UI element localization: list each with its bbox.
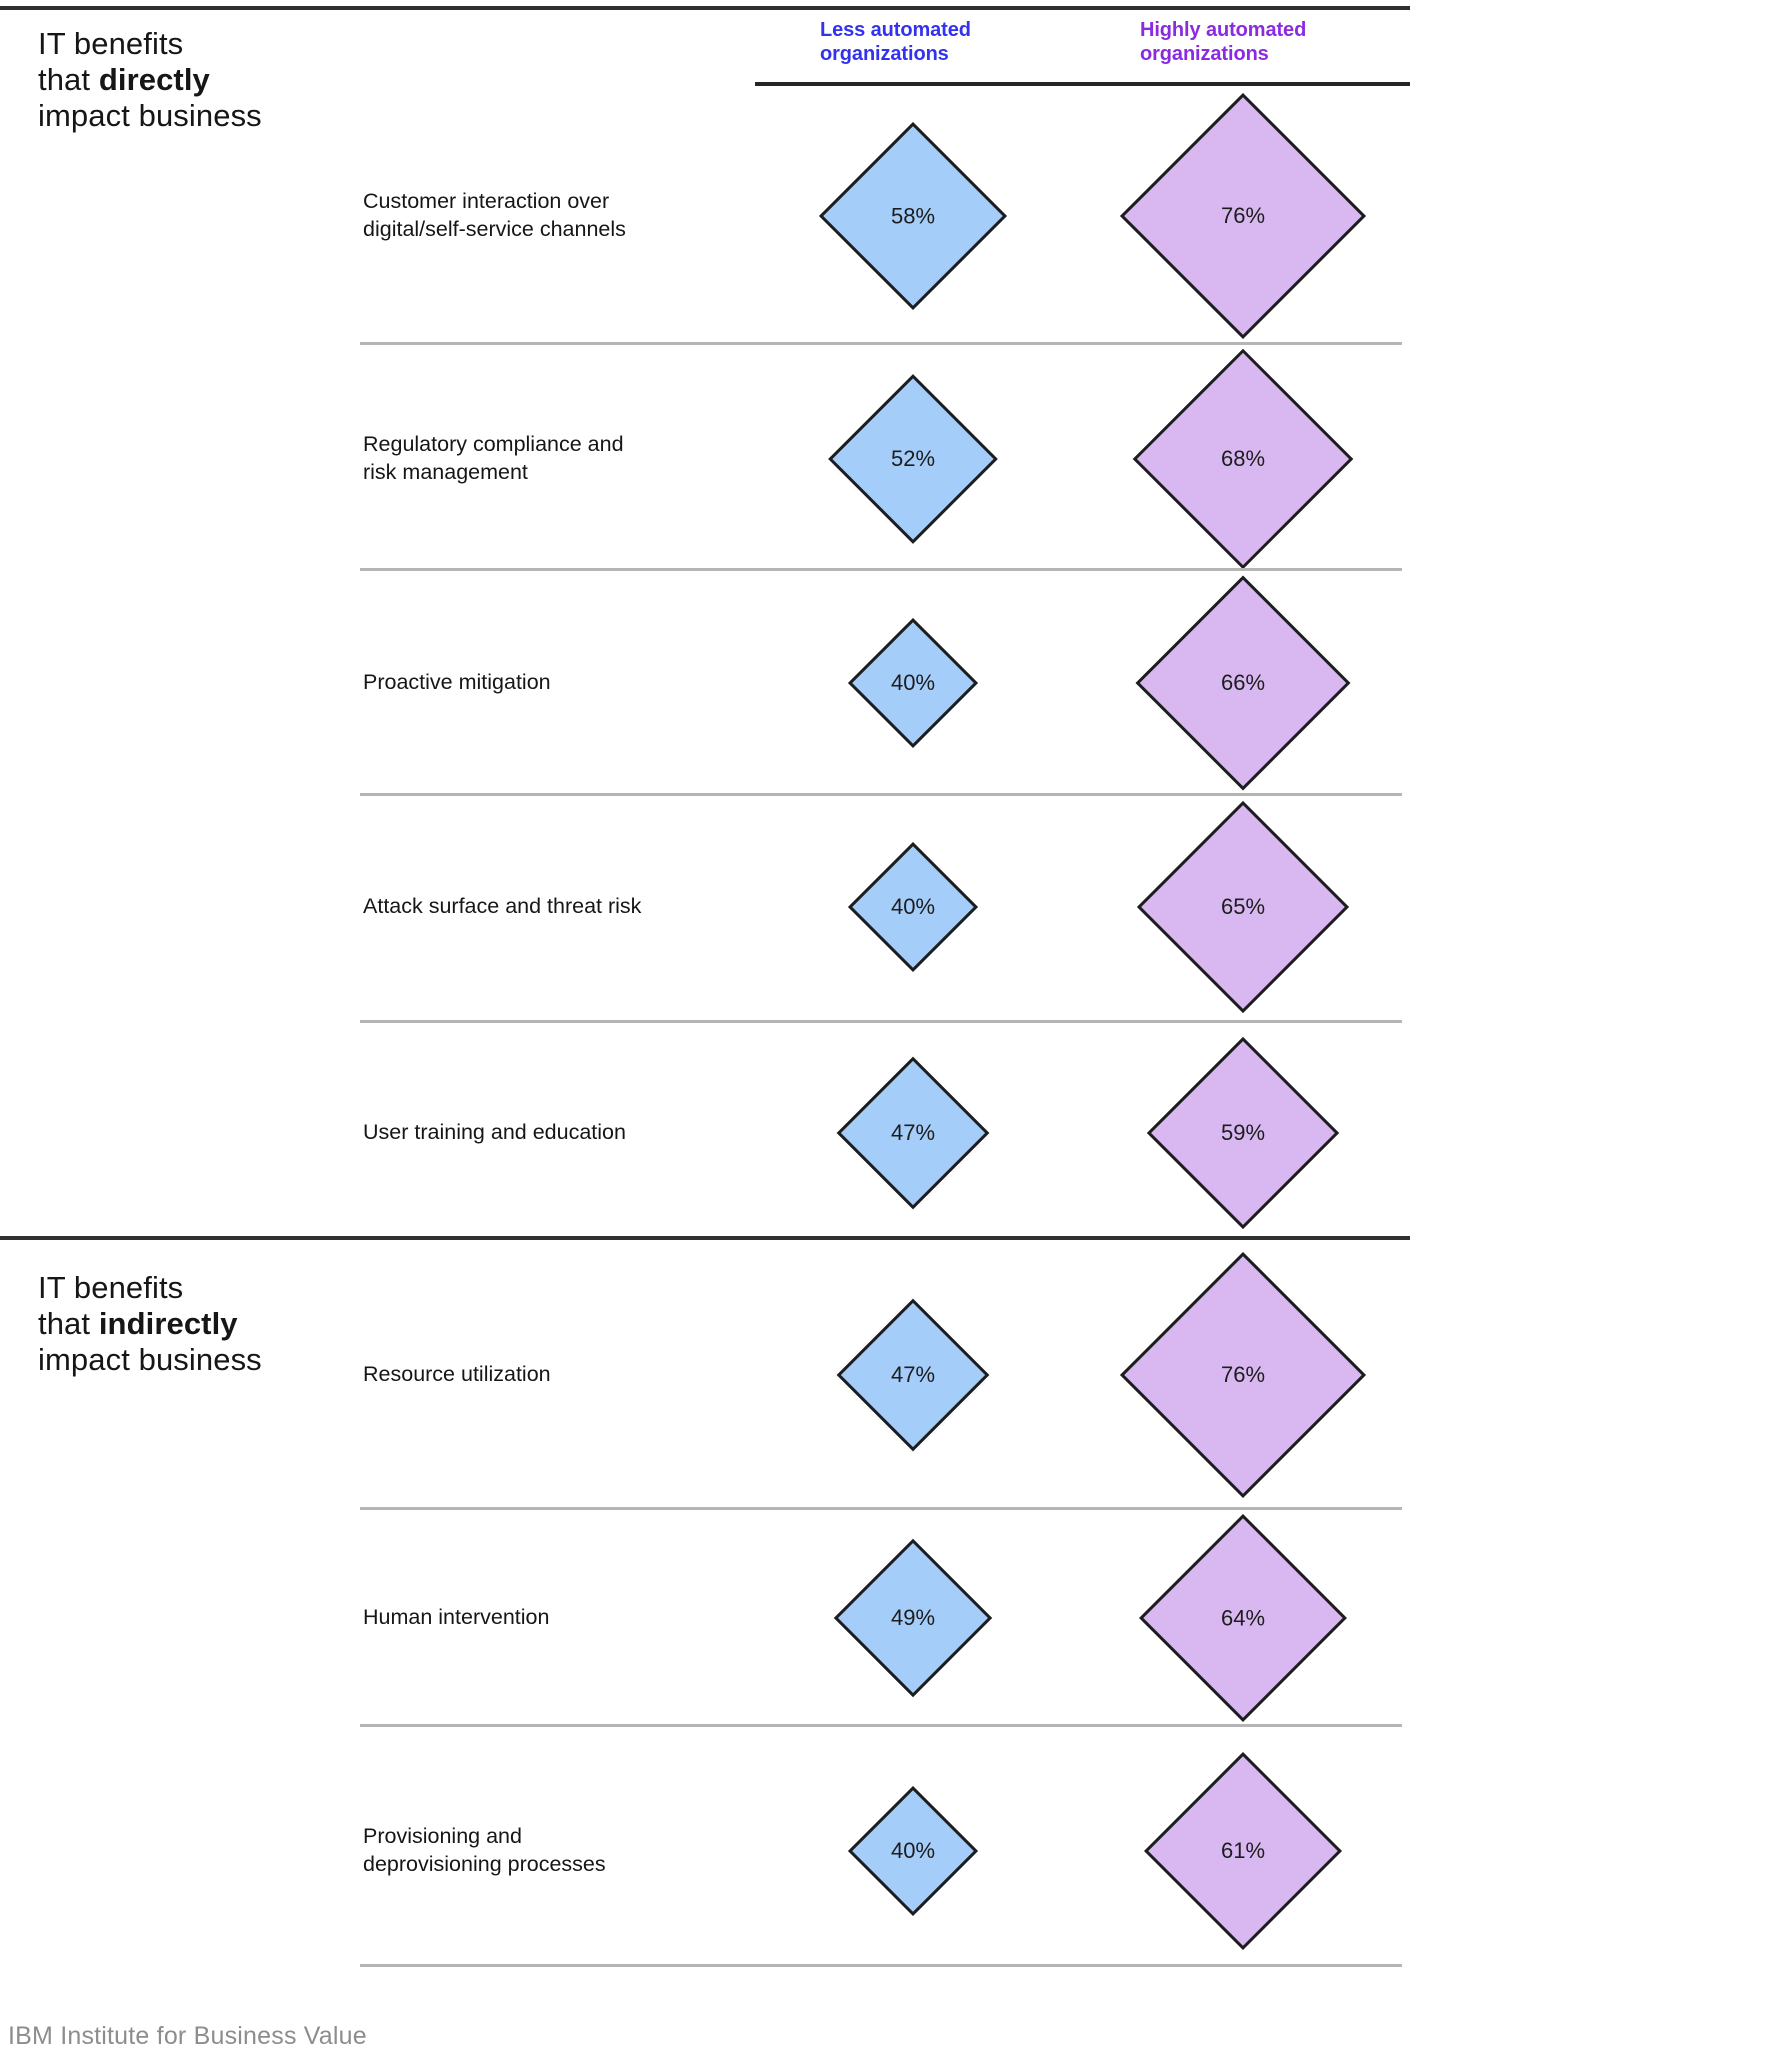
- column-header-high-line2: organizations: [1140, 43, 1269, 65]
- column-header-less-line2: organizations: [820, 43, 949, 65]
- diamond-value: 76%: [1220, 1362, 1266, 1387]
- diamond-less-resource-utilization: 47%: [836, 1298, 990, 1452]
- diamond-less-human-intervention: 49%: [833, 1538, 993, 1698]
- row-label-user-training: User training and education: [363, 1119, 693, 1147]
- diamond-high-provisioning: 61%: [1144, 1752, 1342, 1950]
- diamond-value: 40%: [890, 670, 936, 695]
- diamond-shape: 76%: [1119, 1251, 1367, 1499]
- diamond-value: 76%: [1220, 203, 1266, 228]
- diamond-value: 40%: [890, 894, 936, 919]
- diamond-shape: 47%: [836, 1056, 990, 1210]
- diamond-shape: 49%: [833, 1538, 993, 1698]
- diamond-value: 66%: [1220, 670, 1266, 695]
- diamond-high-regulatory-compliance: 68%: [1132, 348, 1354, 570]
- diamond-value: 65%: [1220, 894, 1266, 919]
- diamond-value: 47%: [890, 1120, 936, 1145]
- row-divider: [360, 1964, 1402, 1967]
- diamond-value: 47%: [890, 1362, 936, 1387]
- row-label-resource-utilization: Resource utilization: [363, 1361, 693, 1389]
- section-title-indirect-line3: impact business: [38, 1341, 262, 1377]
- diamond-less-regulatory-compliance: 52%: [828, 374, 998, 544]
- diamond-shape: 40%: [847, 841, 979, 973]
- row-label-line1: Proactive mitigation: [363, 670, 551, 695]
- diamond-shape: 47%: [836, 1298, 990, 1452]
- top-rule: [0, 6, 1410, 10]
- diamond-less-attack-surface: 40%: [847, 841, 979, 973]
- row-label-line1: Resource utilization: [363, 1362, 551, 1387]
- row-divider: [360, 1724, 1402, 1727]
- diamond-shape: 66%: [1135, 575, 1351, 791]
- row-label-provisioning: Provisioning and deprovisioning processe…: [363, 1823, 693, 1879]
- diamond-shape: 52%: [828, 374, 998, 544]
- diamond-less-proactive-mitigation: 40%: [847, 617, 979, 749]
- row-divider: [360, 1020, 1402, 1023]
- diamond-high-human-intervention: 64%: [1139, 1514, 1347, 1722]
- diamond-shape: 59%: [1146, 1036, 1340, 1230]
- section-title-direct-line2: that directly: [38, 62, 262, 98]
- row-label-line2: deprovisioning processes: [363, 1852, 606, 1876]
- diamond-high-attack-surface: 65%: [1136, 800, 1350, 1014]
- section-title-indirect: IT benefits that indirectly impact busin…: [38, 1270, 262, 1378]
- row-label-customer-interaction: Customer interaction over digital/self-s…: [363, 188, 693, 244]
- diamond-shape: 40%: [847, 1785, 979, 1917]
- row-label-line1: Human intervention: [363, 1605, 550, 1630]
- section-title-indirect-line1: IT benefits: [38, 1270, 184, 1305]
- row-label-proactive-mitigation: Proactive mitigation: [363, 669, 693, 697]
- diamond-high-customer-interaction: 76%: [1119, 92, 1367, 340]
- diamond-value: 59%: [1220, 1120, 1266, 1145]
- diamond-less-user-training: 47%: [836, 1056, 990, 1210]
- diamond-shape: 61%: [1144, 1752, 1342, 1950]
- diamond-shape: 65%: [1136, 800, 1350, 1014]
- row-label-line1: User training and education: [363, 1120, 626, 1145]
- diamond-less-provisioning: 40%: [847, 1785, 979, 1917]
- column-header-less-automated: Less automated organizations: [820, 18, 971, 66]
- section-title-direct-line1: IT benefits: [38, 26, 184, 61]
- diamond-value: 40%: [890, 1838, 936, 1863]
- row-label-line1: Customer interaction over: [363, 189, 610, 214]
- diamond-value: 64%: [1220, 1605, 1266, 1630]
- footer-attribution: IBM Institute for Business Value: [8, 2022, 367, 2050]
- column-header-less-line1: Less automated: [820, 19, 971, 41]
- row-divider: [360, 1507, 1402, 1510]
- row-label-line1: Regulatory compliance and: [363, 432, 624, 457]
- section-title-indirect-line2-pre: that: [38, 1305, 99, 1341]
- section-divider-rule: [0, 1236, 1410, 1240]
- row-label-line1: Attack surface and threat risk: [363, 894, 642, 919]
- diamond-shape: 64%: [1139, 1514, 1347, 1722]
- section-title-direct-emphasis: directly: [98, 61, 210, 97]
- row-label-regulatory-compliance: Regulatory compliance and risk managemen…: [363, 431, 693, 487]
- column-header-highly-automated: Highly automated organizations: [1140, 18, 1306, 66]
- diamond-value: 52%: [890, 446, 936, 471]
- column-header-high-line1: Highly automated: [1140, 19, 1307, 41]
- row-divider: [360, 568, 1402, 571]
- diamond-value: 61%: [1220, 1838, 1266, 1863]
- row-divider: [360, 342, 1402, 345]
- header-underline: [755, 82, 1410, 86]
- diamond-value: 49%: [890, 1605, 936, 1630]
- section-title-direct: IT benefits that directly impact busines…: [38, 26, 262, 134]
- section-title-indirect-line2: that indirectly: [38, 1306, 262, 1342]
- section-title-indirect-emphasis: indirectly: [98, 1305, 238, 1341]
- row-divider: [360, 793, 1402, 796]
- diamond-shape: 40%: [847, 617, 979, 749]
- row-label-attack-surface: Attack surface and threat risk: [363, 893, 693, 921]
- row-label-line1: Provisioning and: [363, 1824, 522, 1849]
- row-label-line2: digital/self-service channels: [363, 217, 626, 241]
- diamond-high-proactive-mitigation: 66%: [1135, 575, 1351, 791]
- diamond-value: 68%: [1220, 446, 1266, 471]
- diamond-shape: 68%: [1132, 348, 1354, 570]
- diamond-shape: 58%: [818, 121, 1008, 311]
- diamond-high-resource-utilization: 76%: [1119, 1251, 1367, 1499]
- section-title-direct-line2-pre: that: [38, 61, 99, 97]
- diamond-high-user-training: 59%: [1146, 1036, 1340, 1230]
- diamond-value: 58%: [890, 203, 936, 228]
- row-label-line2: risk management: [363, 460, 528, 484]
- row-label-human-intervention: Human intervention: [363, 1604, 693, 1632]
- section-title-direct-line3: impact business: [38, 97, 262, 133]
- diamond-less-customer-interaction: 58%: [818, 121, 1008, 311]
- diamond-shape: 76%: [1119, 92, 1367, 340]
